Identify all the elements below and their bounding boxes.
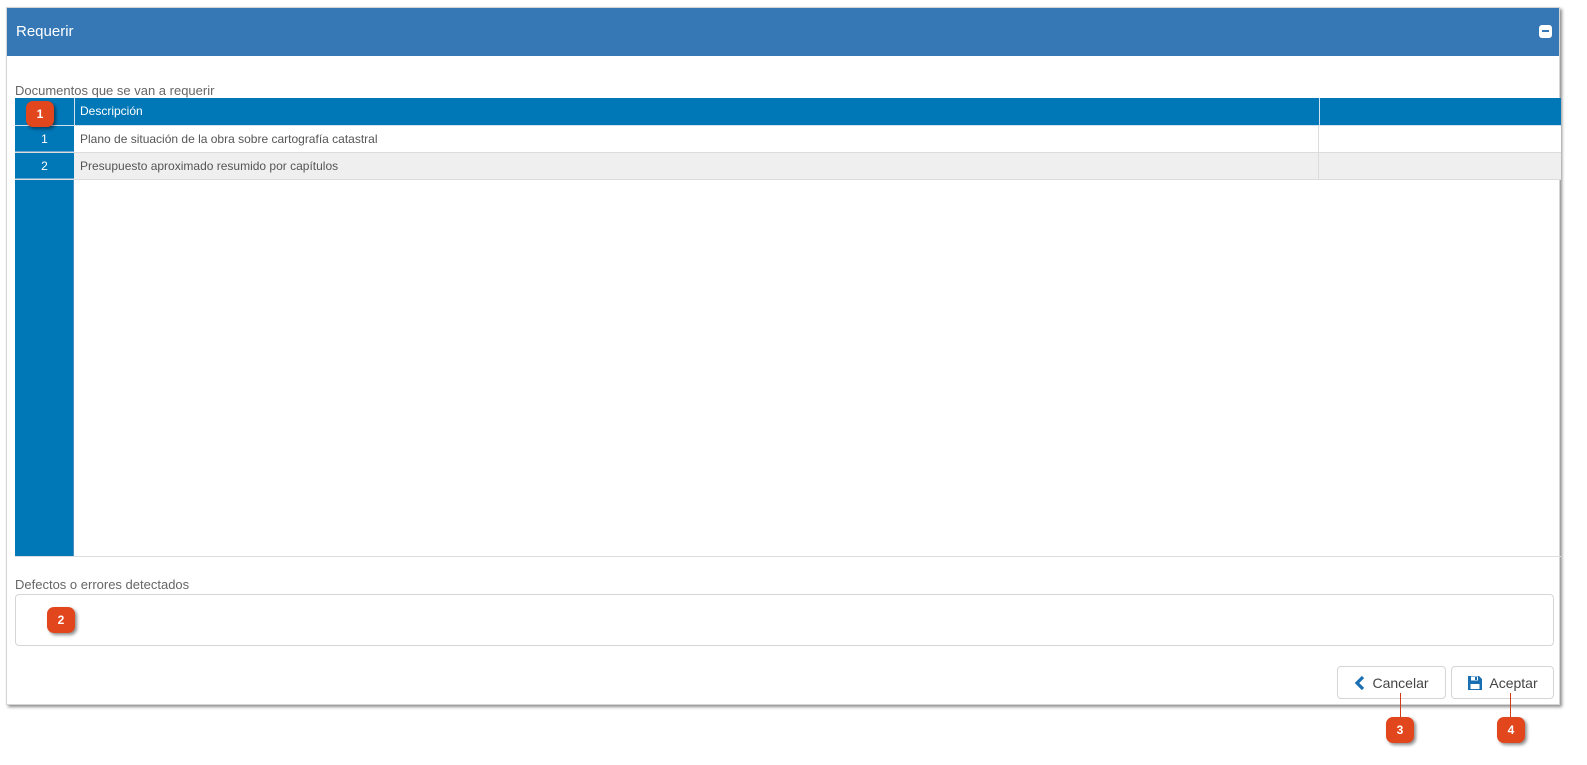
requerir-panel: Requerir Documentos que se van a requeri… xyxy=(6,7,1561,705)
callout-4: 4 xyxy=(1497,717,1525,743)
defects-textarea[interactable] xyxy=(15,594,1554,646)
callout-1: 1 xyxy=(26,101,54,127)
callout-3: 3 xyxy=(1386,717,1414,743)
defects-label: Defectos o errores detectados xyxy=(15,577,190,592)
save-icon xyxy=(1468,675,1483,690)
callout-3-line xyxy=(1400,693,1401,718)
cancel-button[interactable]: Cancelar xyxy=(1337,666,1446,699)
header-extra xyxy=(1320,98,1561,125)
accept-label: Aceptar xyxy=(1489,674,1538,691)
row-extra xyxy=(1320,126,1561,152)
panel-title: Requerir xyxy=(16,23,74,40)
header-index-cell xyxy=(15,98,75,125)
table-row[interactable]: 2 Presupuesto aproximado resumido por ca… xyxy=(15,153,1561,180)
documents-label: Documentos que se van a requerir xyxy=(15,83,215,98)
chevron-left-icon xyxy=(1355,675,1365,690)
row-index: 1 xyxy=(15,126,74,152)
callout-4-line xyxy=(1510,693,1511,718)
row-description: Plano de situación de la obra sobre cart… xyxy=(75,126,1319,152)
row-description: Presupuesto aproximado resumido por capí… xyxy=(75,153,1319,179)
documents-grid: Descripción 1 Plano de situación de la o… xyxy=(15,98,1561,557)
row-extra xyxy=(1320,153,1561,179)
callout-2: 2 xyxy=(47,607,75,633)
header-description[interactable]: Descripción xyxy=(75,98,1320,125)
cancel-label: Cancelar xyxy=(1372,674,1429,691)
panel-header: Requerir xyxy=(7,8,1559,56)
minus-square-icon[interactable] xyxy=(1539,25,1552,38)
table-row[interactable]: 1 Plano de situación de la obra sobre ca… xyxy=(15,126,1561,153)
accept-button[interactable]: Aceptar xyxy=(1451,666,1554,699)
grid-header: Descripción xyxy=(15,98,1561,126)
row-index: 2 xyxy=(15,153,74,179)
